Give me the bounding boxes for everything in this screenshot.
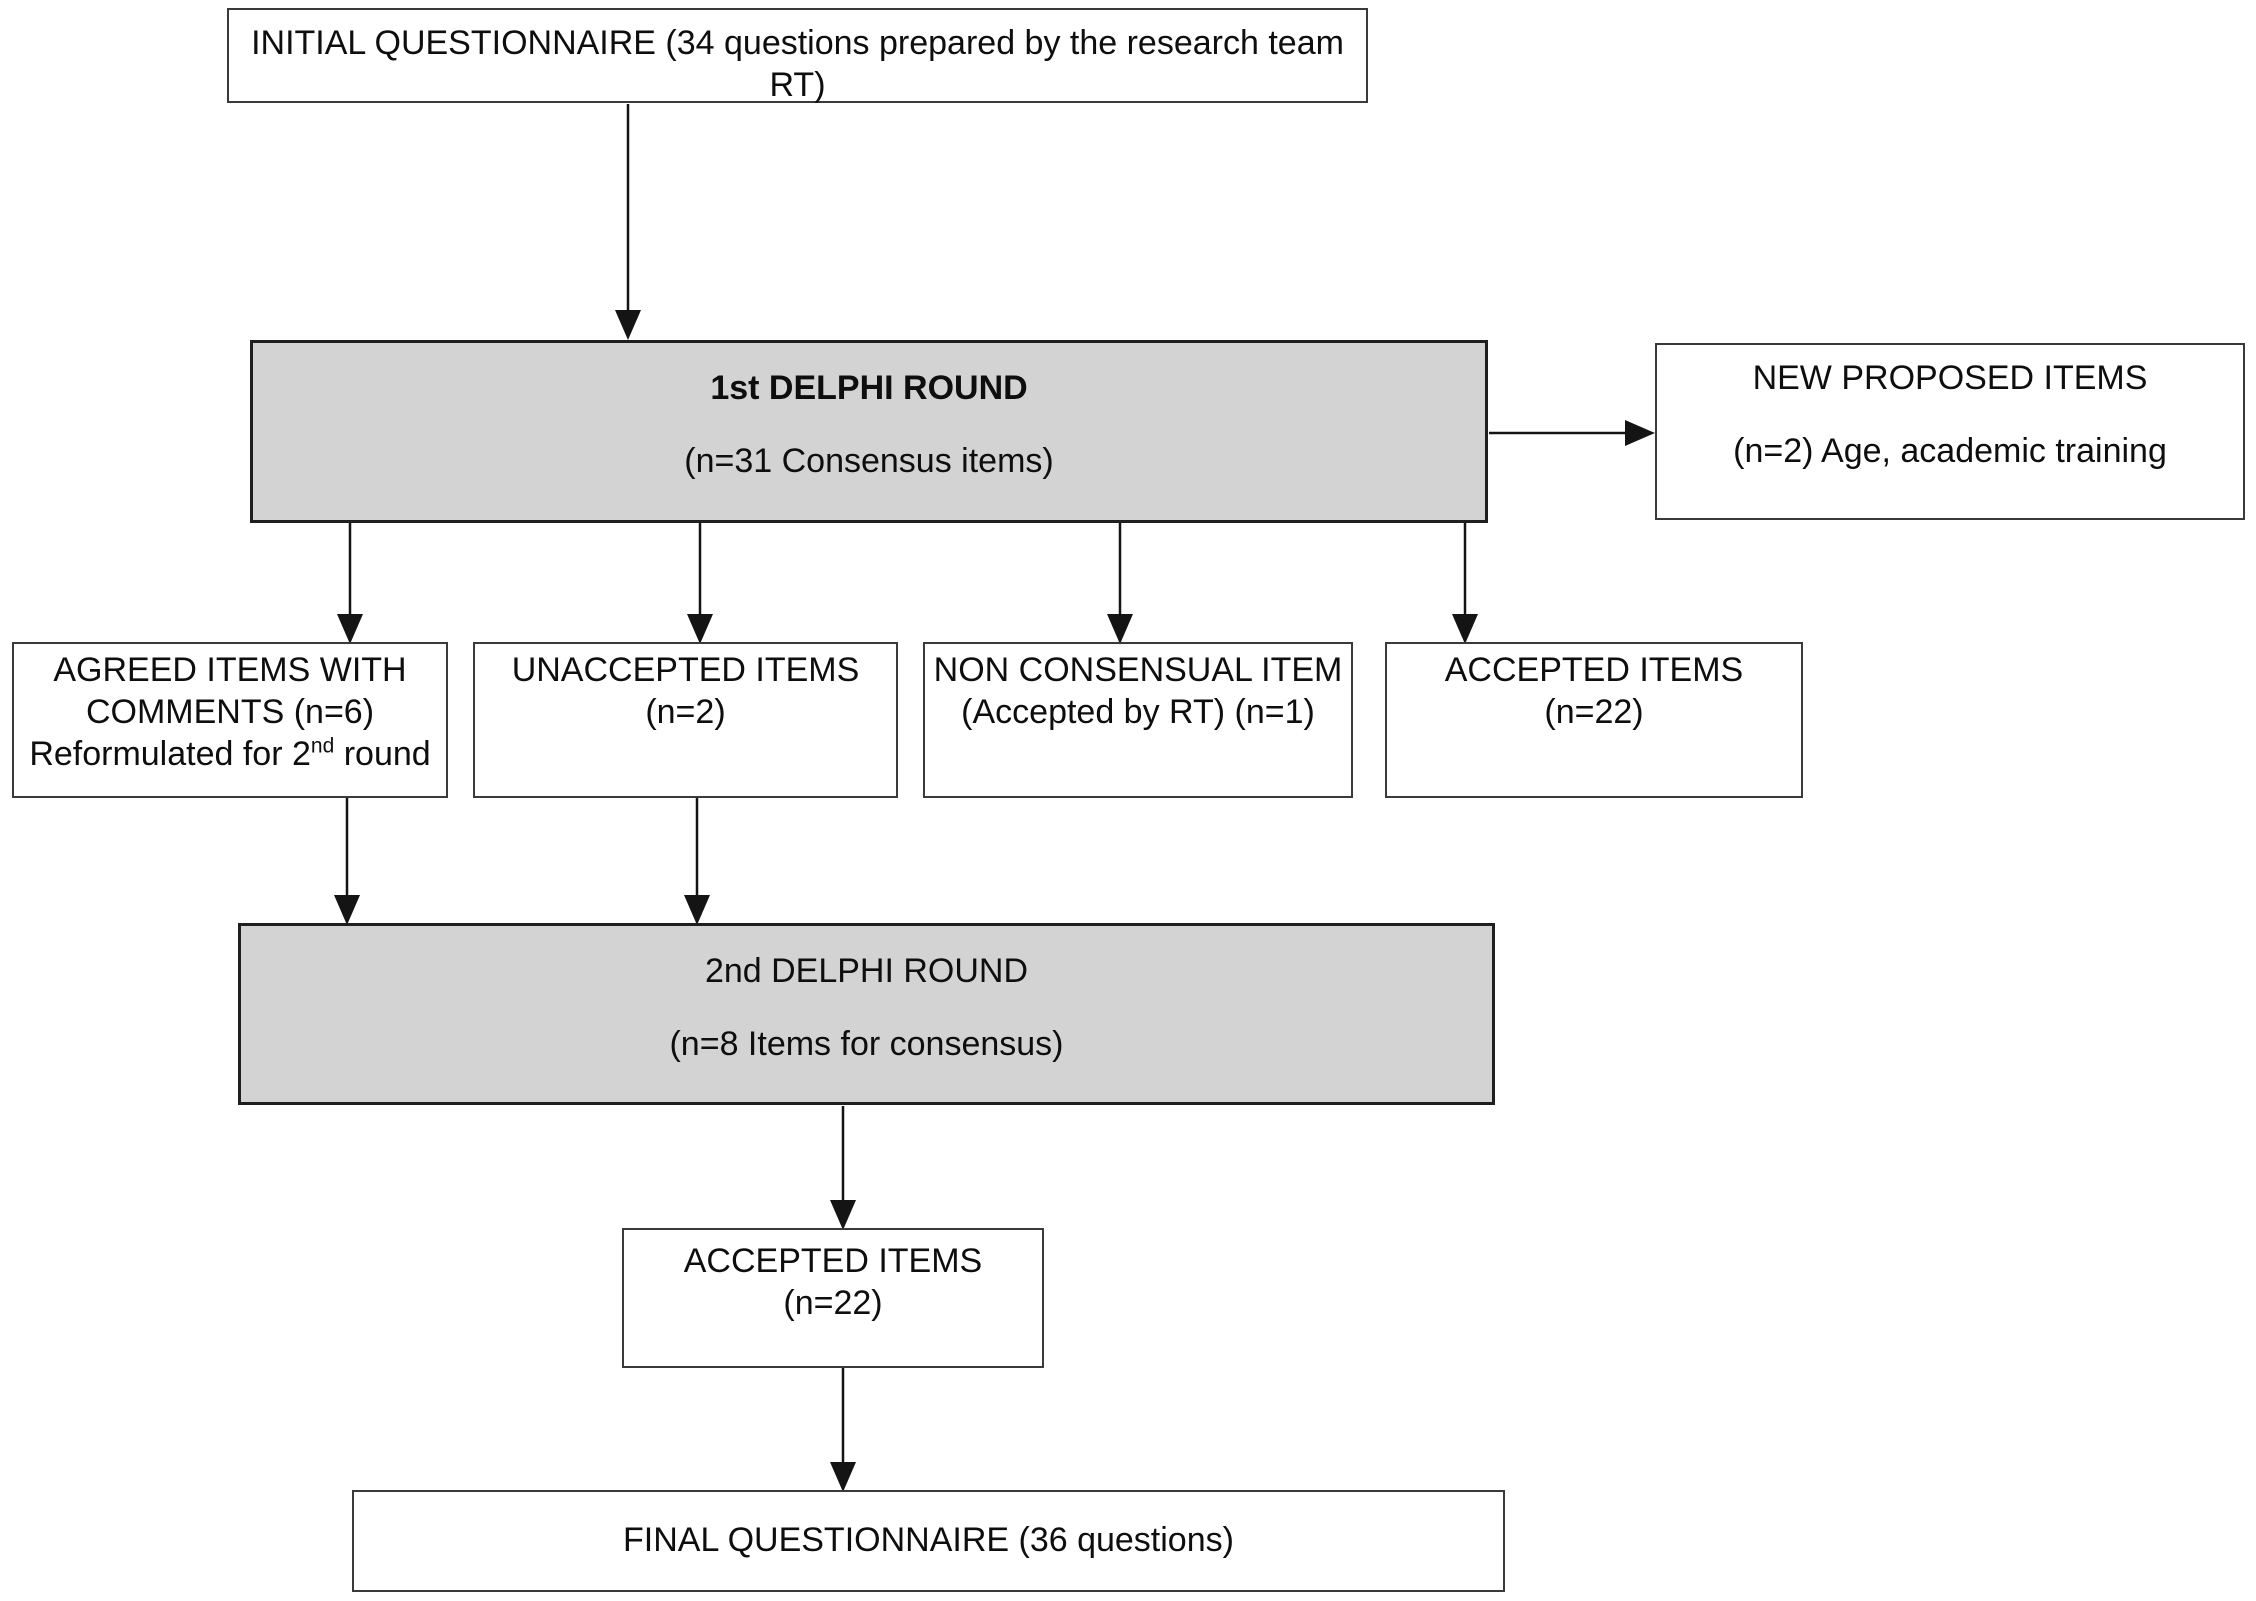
arrowhead-round1-to-agreed (337, 614, 363, 644)
arrowhead-accepted2-to-final (830, 1462, 856, 1492)
node-accepted-items-round1-line1: ACCEPTED ITEMS (1444, 651, 1744, 689)
node-initial-questionnaire-label: INITIAL QUESTIONNAIRE (34 questions prep… (251, 24, 1344, 104)
node-accepted-items-round1: ACCEPTED ITEMS (n=22) (1385, 642, 1803, 798)
node-first-delphi-round-subtitle: (n=31 Consensus items) (684, 442, 1054, 480)
node-first-delphi-round-title: 1st DELPHI ROUND (710, 369, 1028, 407)
node-non-consensual-item: NON CONSENSUAL ITEM (Accepted by RT) (n=… (923, 642, 1353, 798)
arrowhead-agreed-to-round2 (334, 895, 360, 925)
arrowhead-round1-to-unaccepted (687, 614, 713, 644)
node-second-delphi-round: 2nd DELPHI ROUND (n=8 Items for consensu… (238, 923, 1495, 1105)
node-accepted-items-round2-line2: (n=22) (783, 1284, 883, 1322)
arrowhead-initial-to-round1 (615, 310, 641, 340)
node-new-proposed-items-line1: NEW PROPOSED ITEMS (1752, 359, 2148, 397)
node-final-questionnaire: FINAL QUESTIONNAIRE (36 questions) (352, 1490, 1505, 1592)
node-initial-questionnaire: INITIAL QUESTIONNAIRE (34 questions prep… (227, 8, 1368, 104)
arrowhead-round1-to-newitems (1625, 420, 1655, 446)
node-new-proposed-items: NEW PROPOSED ITEMS (n=2) Age, academic t… (1655, 343, 2245, 520)
arrowhead-unaccepted-to-round2 (684, 895, 710, 925)
node-agreed-items-line3: Reformulated for 2nd round (29, 734, 431, 773)
superscript-nd: nd (310, 734, 335, 758)
node-unaccepted-items: UNACCEPTED ITEMS (n=2) (473, 642, 898, 798)
node-accepted-items-round2: ACCEPTED ITEMS (n=22) (622, 1228, 1044, 1368)
node-non-consensual-item-line1: NON CONSENSUAL ITEM (933, 651, 1343, 689)
node-second-delphi-round-subtitle: (n=8 Items for consensus) (669, 1025, 1064, 1063)
node-accepted-items-round1-line2: (n=22) (1544, 693, 1644, 731)
node-unaccepted-items-line2: (n=2) (645, 693, 726, 731)
arrowhead-round2-to-accepted2 (830, 1200, 856, 1230)
arrowhead-round1-to-nonconsensual (1107, 614, 1133, 644)
node-new-proposed-items-line2: (n=2) Age, academic training (1733, 432, 2167, 470)
node-final-questionnaire-label: FINAL QUESTIONNAIRE (36 questions) (623, 1521, 1234, 1559)
node-agreed-items-line2: COMMENTS (n=6) (85, 693, 375, 731)
node-non-consensual-item-line2: (Accepted by RT) (n=1) (961, 693, 1315, 731)
node-agreed-items: AGREED ITEMS WITH COMMENTS (n=6) Reformu… (12, 642, 448, 798)
node-first-delphi-round: 1st DELPHI ROUND (n=31 Consensus items) (250, 340, 1488, 523)
arrowhead-round1-to-accepted1 (1452, 614, 1478, 644)
node-second-delphi-round-title: 2nd DELPHI ROUND (704, 952, 1029, 990)
node-unaccepted-items-line1: UNACCEPTED ITEMS (511, 651, 860, 689)
node-agreed-items-line1: AGREED ITEMS WITH (53, 651, 407, 689)
node-accepted-items-round2-line1: ACCEPTED ITEMS (683, 1242, 983, 1280)
